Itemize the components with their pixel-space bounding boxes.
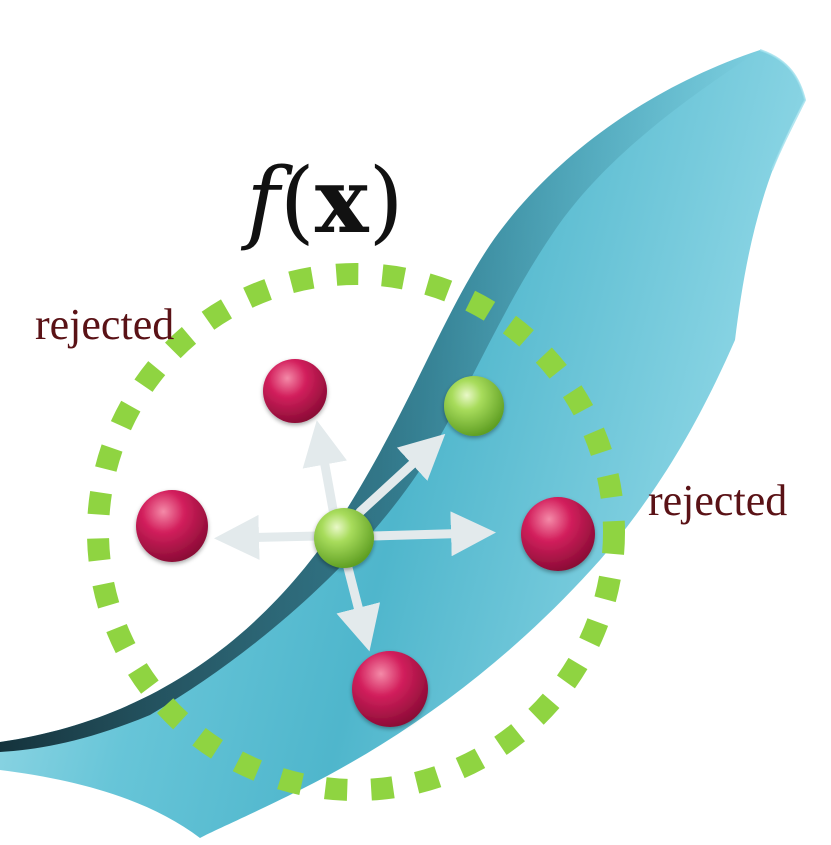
variable-symbol: x — [315, 148, 370, 254]
arrow-to-upper-right — [355, 433, 446, 517]
function-label: f(x) — [240, 148, 403, 254]
point-upper-left-rejected — [263, 359, 327, 423]
proposal-boundary-circle — [87, 263, 625, 801]
arrow-to-right — [367, 511, 496, 557]
arrow-to-left — [214, 514, 323, 560]
point-bottom-rejected — [352, 651, 428, 727]
close-paren: ) — [368, 149, 403, 254]
open-paren: ( — [280, 149, 315, 254]
rejected-label-left: rejected — [35, 300, 174, 349]
rejected-label-right: rejected — [648, 476, 787, 525]
point-upper-right-accepted — [444, 376, 504, 436]
point-left-rejected — [136, 490, 208, 562]
sample-points — [136, 359, 595, 727]
point-center-accepted — [314, 508, 374, 568]
ribbon-top-edge — [759, 49, 807, 171]
point-right-rejected — [521, 497, 595, 571]
arrow-to-bottom — [336, 555, 381, 652]
svg-text:f(x): f(x) — [240, 148, 403, 254]
